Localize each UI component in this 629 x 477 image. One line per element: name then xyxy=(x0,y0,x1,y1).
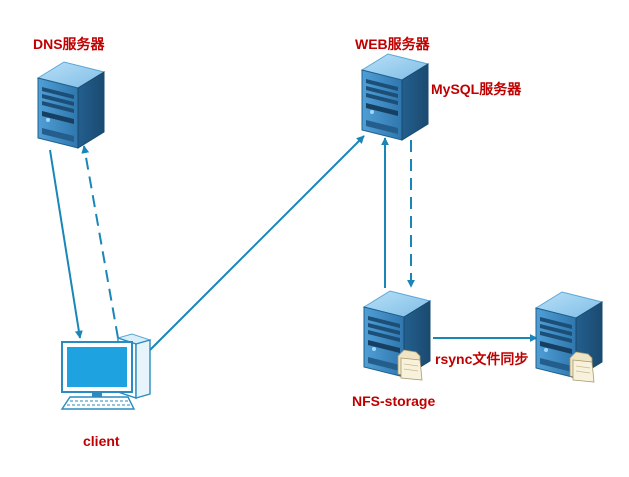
backup-folder-icon xyxy=(569,351,595,383)
web-server-icon xyxy=(361,53,429,141)
nfs-folder-icon xyxy=(397,349,423,381)
dns-server-label: DNS服务器 xyxy=(33,36,105,52)
client-computer-icon xyxy=(60,333,152,410)
dns-server-icon xyxy=(37,61,105,149)
client-to-web-arrow xyxy=(147,135,365,353)
nfs-storage-label: NFS-storage xyxy=(352,393,436,409)
mysql-server-label: MySQL服务器 xyxy=(431,81,522,97)
rsync-label: rsync文件同步 xyxy=(435,351,529,367)
client-label: client xyxy=(83,433,120,449)
web-server-label: WEB服务器 xyxy=(355,36,430,52)
client-to-dns-dashed-arrow xyxy=(81,145,119,339)
dns-to-client-arrow xyxy=(49,149,83,339)
